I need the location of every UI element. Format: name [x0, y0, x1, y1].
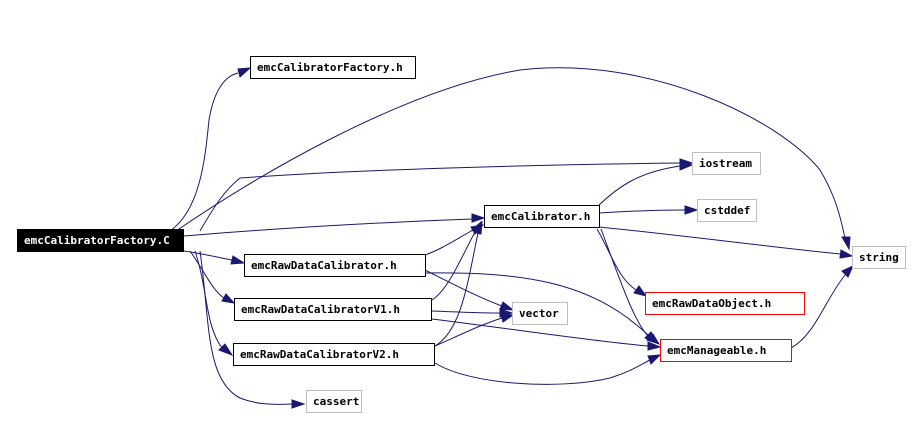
- edge-root-to-rawcal-v2: [194, 250, 223, 349]
- node-string[interactable]: string: [852, 246, 906, 269]
- node-cstddef[interactable]: cstddef: [697, 199, 757, 222]
- node-emcRawDataCalibratorV1-h[interactable]: emcRawDataCalibratorV1.h: [234, 298, 432, 321]
- arrowhead: [839, 249, 854, 259]
- arrowhead: [291, 399, 306, 409]
- arrowhead: [633, 285, 648, 297]
- node-iostream[interactable]: iostream: [692, 152, 761, 175]
- arrowhead: [500, 313, 515, 323]
- edge-rawcal-to-calibrator: [424, 229, 474, 256]
- arrowhead: [499, 301, 515, 311]
- node-emcRawDataCalibrator-h[interactable]: emcRawDataCalibrator.h: [244, 254, 426, 277]
- arrowhead: [471, 213, 486, 223]
- edge-root-to-rawcal-v1: [189, 250, 225, 299]
- edge-rawcal-v1-to-vector: [431, 310, 501, 314]
- edge-rawcal-to-manageable: [424, 272, 649, 336]
- arrowhead: [841, 236, 851, 251]
- arrowhead: [473, 220, 483, 235]
- arrowhead: [221, 293, 236, 304]
- edge-root-to-string: [175, 67, 846, 239]
- arrowhead: [684, 205, 699, 215]
- arrowhead: [647, 341, 662, 351]
- node-vector[interactable]: vector: [512, 302, 568, 325]
- node-emcCalibratorFactory-h[interactable]: emcCalibratorFactory.h: [250, 56, 416, 79]
- edge-calibrator-to-cstddef: [598, 209, 686, 214]
- node-cassert[interactable]: cassert: [306, 390, 362, 413]
- edge-rawcal-v1-to-calibrator: [431, 231, 476, 301]
- edge-root-to-calibrator: [183, 218, 473, 237]
- edge-rawcal-v2-to-manageable: [434, 359, 651, 385]
- edge-rawcal-v2-to-vector: [434, 317, 503, 347]
- arrowhead: [230, 255, 246, 265]
- node-emcRawDataObject-h[interactable]: emcRawDataObject.h: [645, 292, 805, 315]
- arrowhead: [841, 264, 855, 278]
- edge-rawcal-to-vector: [424, 269, 503, 307]
- edge-manageable-to-string: [790, 274, 846, 349]
- arrowhead: [218, 343, 234, 357]
- edge-root-to-factory-h: [169, 72, 239, 232]
- edge-calibrator-to-manageable: [600, 228, 651, 339]
- arrowhead: [644, 331, 659, 345]
- arrowhead: [647, 354, 662, 365]
- node-emcRawDataCalibratorV2-h[interactable]: emcRawDataCalibratorV2.h: [233, 343, 435, 366]
- edge-calibrator-to-iostream: [597, 165, 681, 207]
- edge-calibrator-to-rawobj: [596, 228, 637, 291]
- arrowhead: [679, 161, 694, 171]
- edge-root-to-cassert: [199, 250, 293, 405]
- node-emcCalibrator-h[interactable]: emcCalibrator.h: [484, 205, 600, 228]
- edge-calibrator-to-string: [598, 226, 841, 255]
- node-emcManageable-h[interactable]: emcManageable.h: [660, 339, 792, 362]
- edge-root-to-rawcal: [183, 250, 233, 261]
- edge-root-to-iostream-a: [199, 162, 681, 232]
- edge-rawcal-v1-to-manageable: [431, 318, 649, 347]
- edge-rawcal-v2-to-calibrator: [434, 232, 479, 347]
- node-emcCalibratorFactory-C[interactable]: emcCalibratorFactory.C: [17, 229, 184, 252]
- arrowhead: [237, 67, 252, 78]
